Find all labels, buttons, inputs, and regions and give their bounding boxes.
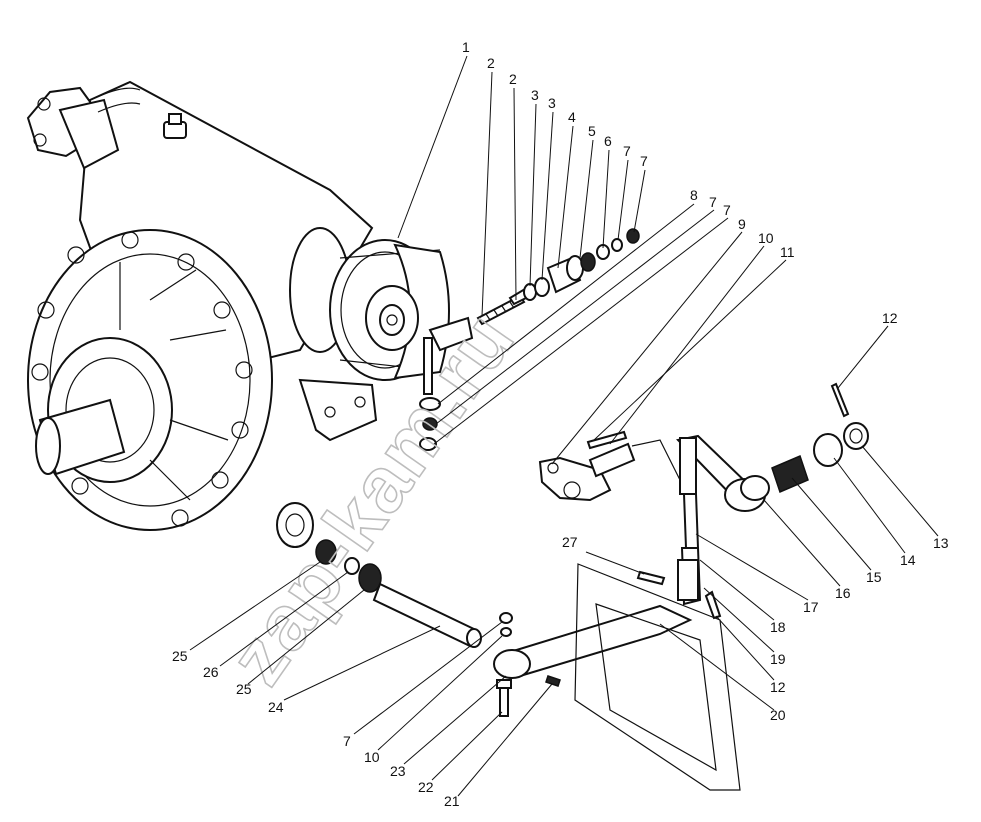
callout-3: 3 bbox=[531, 87, 539, 103]
callout-15: 15 bbox=[866, 569, 882, 585]
callout-8: 8 bbox=[690, 187, 698, 203]
callout-1: 1 bbox=[462, 39, 470, 55]
callout-6: 6 bbox=[604, 133, 612, 149]
callout-7: 7 bbox=[723, 202, 731, 218]
callout-13: 13 bbox=[933, 535, 949, 551]
brake-lever-assembly bbox=[493, 382, 869, 679]
callout-7: 7 bbox=[640, 153, 648, 169]
callout-25: 25 bbox=[236, 681, 252, 697]
callout-19: 19 bbox=[770, 651, 786, 667]
adjuster-parts bbox=[419, 228, 640, 451]
callout-9: 9 bbox=[738, 216, 746, 232]
callout-12: 12 bbox=[882, 310, 898, 326]
callout-21: 21 bbox=[444, 793, 460, 809]
parking-brake-drum bbox=[289, 227, 474, 395]
callout-7: 7 bbox=[709, 194, 717, 210]
callout-7: 7 bbox=[623, 143, 631, 159]
callout-3: 3 bbox=[548, 95, 556, 111]
callout-4: 4 bbox=[568, 109, 576, 125]
callout-7: 7 bbox=[343, 733, 351, 749]
callout-18: 18 bbox=[770, 619, 786, 635]
callout-25: 25 bbox=[172, 648, 188, 664]
pedal-bracket bbox=[538, 430, 691, 502]
callout-11: 11 bbox=[780, 244, 795, 260]
callout-2: 2 bbox=[509, 71, 517, 87]
callout-14: 14 bbox=[900, 552, 916, 568]
callout-10: 10 bbox=[758, 230, 774, 246]
callout-23: 23 bbox=[390, 763, 406, 779]
callout-labels: 1 2 2 3 3 4 5 6 7 7 8 7 7 9 10 11 12 13 … bbox=[172, 39, 949, 809]
callout-20: 20 bbox=[770, 707, 786, 723]
callout-12: 12 bbox=[770, 679, 786, 695]
callout-2: 2 bbox=[487, 55, 495, 71]
leader-lines bbox=[189, 55, 939, 797]
callout-22: 22 bbox=[418, 779, 434, 795]
callout-24: 24 bbox=[268, 699, 284, 715]
callout-26: 26 bbox=[203, 664, 219, 680]
callout-27: 27 bbox=[562, 534, 578, 550]
callout-17: 17 bbox=[803, 599, 819, 615]
callout-10: 10 bbox=[364, 749, 380, 765]
callout-5: 5 bbox=[588, 123, 596, 139]
callout-16: 16 bbox=[835, 585, 851, 601]
